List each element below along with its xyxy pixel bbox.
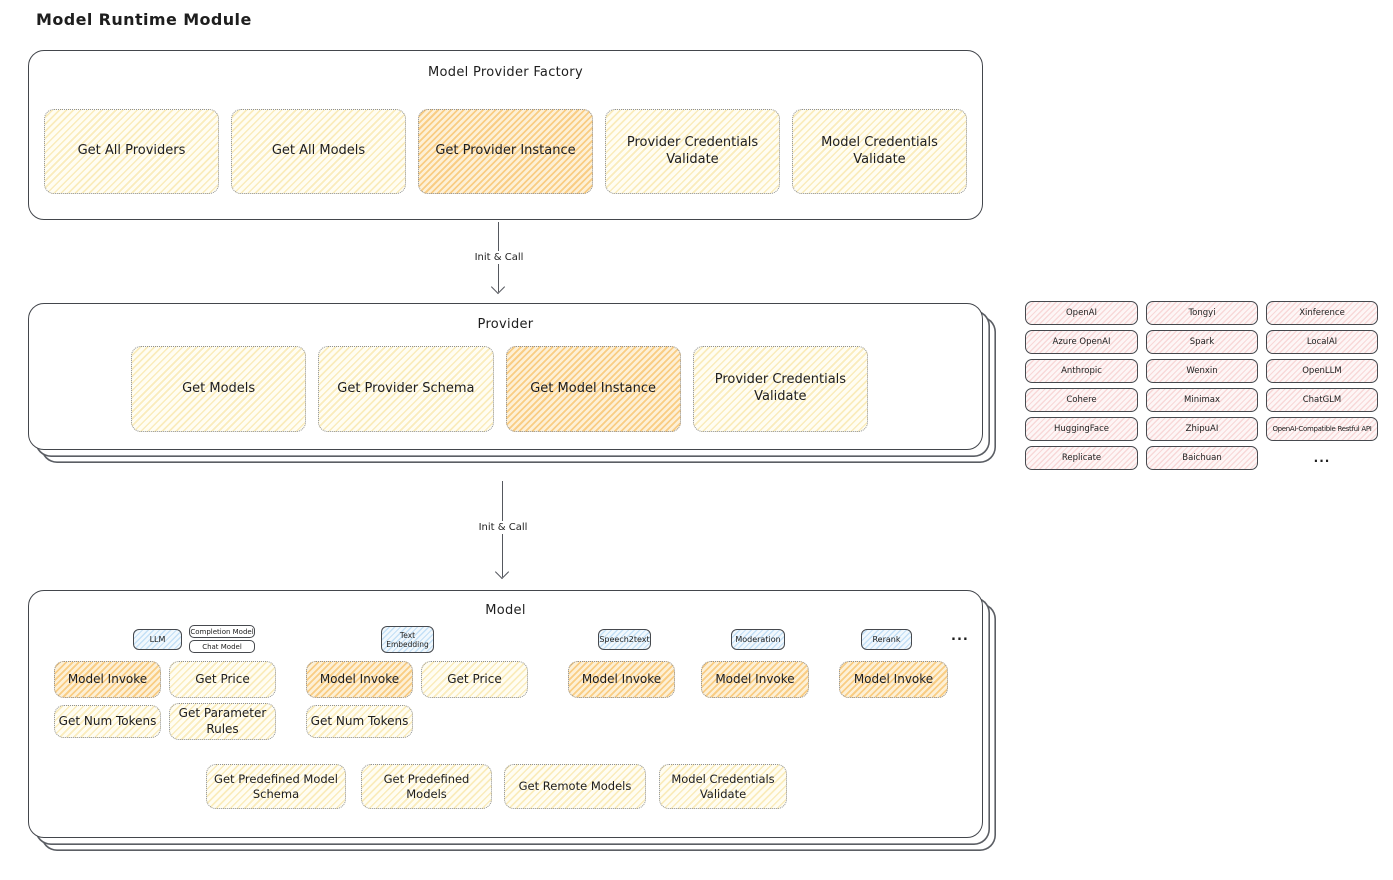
node-get-models: Get Models [131, 346, 307, 432]
provider-box: Provider Get Models Get Provider Schema … [28, 303, 983, 450]
provider-wenxin: Wenxin [1146, 359, 1258, 383]
arrow-label-init-call-2: Init & Call [474, 521, 532, 534]
provider-button-row: Get Models Get Provider Schema Get Model… [131, 346, 868, 432]
model-title: Model [485, 603, 526, 618]
provider-xinference: Xinference [1266, 301, 1378, 325]
tab-rerank: Rerank [861, 629, 912, 650]
subtab-completion-model: Completion Model [189, 625, 255, 638]
provider-anthropic: Anthropic [1025, 359, 1138, 383]
llm-subtabs: Completion Model Chat Model [189, 625, 255, 653]
speech2text-model-invoke: Model Invoke [568, 661, 675, 698]
node-get-model-instance: Get Model Instance [505, 346, 681, 432]
subtab-chat-model: Chat Model [189, 640, 255, 653]
provider-openllm: OpenLLM [1266, 359, 1378, 383]
provider-openai: OpenAI [1025, 301, 1138, 325]
provider-tongyi: Tongyi [1146, 301, 1258, 325]
provider-baichuan: Baichuan [1146, 446, 1258, 470]
provider-list-grid: OpenAI Tongyi Xinference Azure OpenAI Sp… [1025, 301, 1378, 470]
llm-get-price: Get Price [169, 661, 276, 698]
provider-title: Provider [477, 317, 534, 332]
tab-speech2text: Speech2text [598, 629, 651, 650]
tab-llm: LLM [133, 629, 182, 650]
provider-cohere: Cohere [1025, 388, 1138, 412]
model-more-ellipsis: ... [951, 629, 969, 644]
node-get-all-providers: Get All Providers [44, 109, 219, 194]
node-get-predefined-model-schema: Get Predefined Model Schema [206, 764, 346, 809]
node-get-remote-models: Get Remote Models [504, 764, 646, 809]
llm-model-invoke: Model Invoke [54, 661, 161, 698]
provider-azure-openai: Azure OpenAI [1025, 330, 1138, 354]
rerank-model-invoke: Model Invoke [839, 661, 948, 698]
node-get-provider-instance: Get Provider Instance [418, 109, 593, 194]
arrow-label-init-call-1: Init & Call [470, 251, 528, 264]
provider-chatglm: ChatGLM [1266, 388, 1378, 412]
text-embedding-get-num-tokens: Get Num Tokens [306, 705, 413, 738]
factory-title: Model Provider Factory [428, 65, 583, 80]
factory-button-row: Get All Providers Get All Models Get Pro… [44, 109, 967, 194]
provider-zhipuai: ZhipuAI [1146, 417, 1258, 441]
text-embedding-get-price: Get Price [421, 661, 528, 698]
provider-spark: Spark [1146, 330, 1258, 354]
node-get-provider-schema: Get Provider Schema [318, 346, 494, 432]
node-provider-credentials-validate: Provider Credentials Validate [605, 109, 780, 194]
text-embedding-model-invoke: Model Invoke [306, 661, 413, 698]
provider-more-ellipsis: ... [1313, 451, 1331, 465]
tab-text-embedding: Text Embedding [381, 626, 434, 653]
provider-localai: LocalAI [1266, 330, 1378, 354]
factory-box: Model Provider Factory Get All Providers… [28, 50, 983, 220]
node-model-credentials-validate: Model Credentials Validate [792, 109, 967, 194]
moderation-model-invoke: Model Invoke [701, 661, 809, 698]
llm-get-num-tokens: Get Num Tokens [54, 705, 161, 738]
node-get-predefined-models: Get Predefined Models [361, 764, 492, 809]
llm-get-parameter-rules: Get Parameter Rules [169, 703, 276, 740]
tab-moderation: Moderation [731, 629, 785, 650]
model-box: Model LLM Completion Model Chat Model Mo… [28, 590, 983, 838]
provider-replicate: Replicate [1025, 446, 1138, 470]
page-title: Model Runtime Module [36, 10, 252, 29]
provider-minimax: Minimax [1146, 388, 1258, 412]
node-provider-credentials-validate-2: Provider Credentials Validate [692, 346, 868, 432]
node-get-all-models: Get All Models [231, 109, 406, 194]
provider-huggingface: HuggingFace [1025, 417, 1138, 441]
provider-openai-compatible-restful-api: OpenAI-Compatible Restful API [1266, 417, 1378, 441]
node-model-credentials-validate-2: Model Credentials Validate [659, 764, 787, 809]
